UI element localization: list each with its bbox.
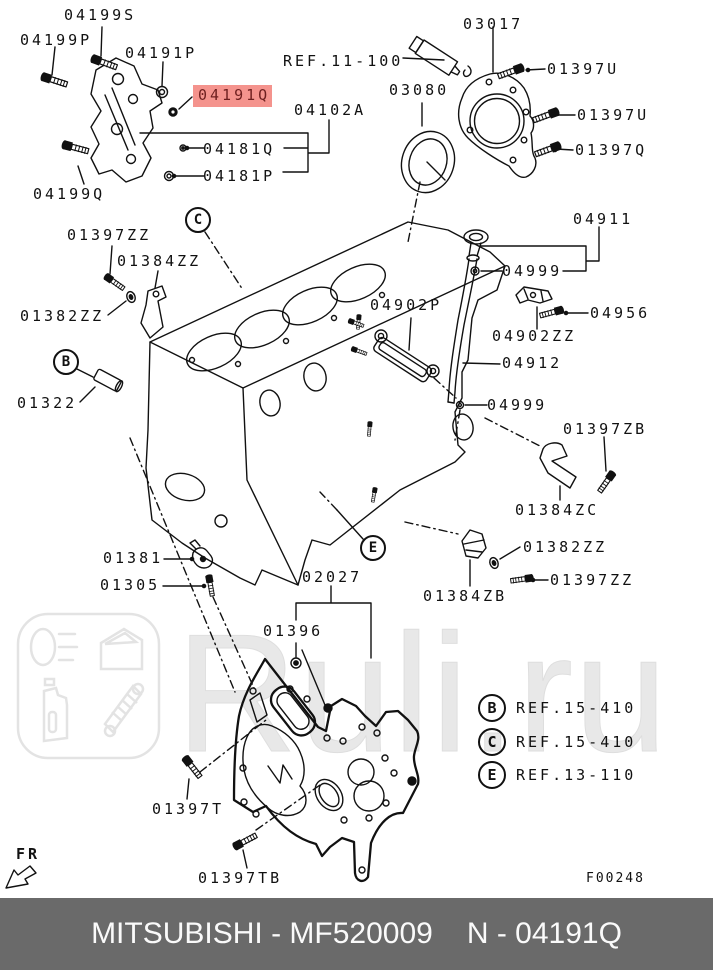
part-label: 04181P <box>203 167 276 185</box>
watermark-logo <box>16 612 161 760</box>
footer-part-number: N - 04191Q <box>466 917 622 950</box>
part-label: 01384ZB <box>423 587 508 605</box>
ref-label: REF.15-410 <box>516 732 637 751</box>
part-label: 01397T <box>152 800 225 818</box>
part-label: 04902ZZ <box>492 327 577 345</box>
drain-parts <box>162 539 214 589</box>
left-small-parts <box>76 245 167 403</box>
part-labels-layer: 04199S 04199P 04191P 04191Q REF.11-100 04102A… <box>17 6 651 887</box>
sealant-tube-drawing <box>402 35 472 78</box>
oring-drawing <box>400 102 456 243</box>
part-label-highlighted: 04191Q <box>193 85 273 107</box>
part-label: 01381 <box>103 549 164 567</box>
part-label: 04199Q <box>33 185 106 203</box>
part-label: 04199S <box>64 6 137 24</box>
clamp-04902zz <box>515 286 589 330</box>
footer-bar: MITSUBISHI - MF520009 N - 04191Q <box>0 898 713 970</box>
engine-block-drawing <box>145 221 506 586</box>
part-label: 01397U <box>577 106 650 124</box>
part-label: 04956 <box>590 304 651 322</box>
ref-label: REF.15-410 <box>516 699 637 717</box>
callout-circle-e: E <box>360 535 386 561</box>
part-label: 01397Q <box>575 141 648 159</box>
part-label: 04191P <box>125 44 198 62</box>
part-label: 04902P <box>370 296 443 314</box>
part-label: 01396 <box>263 622 324 640</box>
legend-circle-e: E <box>478 761 506 789</box>
legend-circle-c: C <box>478 727 506 756</box>
fr-arrow-icon <box>5 865 37 889</box>
part-label: 01397ZZ <box>550 571 635 589</box>
legend-row: C REF.15-410 <box>478 727 637 756</box>
part-label: 04911 <box>573 210 634 228</box>
part-label: 01382ZZ <box>20 307 105 325</box>
callout-circle-c: C <box>185 207 211 233</box>
diagram-line-art <box>5 26 618 889</box>
front-case-gasket-drawing <box>232 657 420 883</box>
part-label: 03080 <box>389 81 450 99</box>
part-label: 01397U <box>547 60 620 78</box>
part-label: 01397ZB <box>563 420 648 438</box>
part-label: 04181Q <box>203 140 276 158</box>
part-label: 01397TB <box>198 869 283 887</box>
part-label: 04102A <box>294 101 367 119</box>
part-label: 01397ZZ <box>67 226 152 244</box>
mount-bracket-drawing <box>90 57 163 183</box>
legend-row: B REF.15-410 <box>478 694 636 722</box>
part-label: 04999 <box>502 262 563 280</box>
part-label: 04912 <box>502 354 563 372</box>
right-lower-parts <box>461 417 618 587</box>
dipstick-drawing <box>404 226 600 535</box>
part-label: 01382ZZ <box>523 538 608 556</box>
watermark-text: Ruli.ru <box>176 599 668 787</box>
part-label: 01384ZZ <box>117 252 202 270</box>
legend-circle-b: B <box>478 694 506 722</box>
part-label: 01384ZC <box>515 501 600 519</box>
part-label: 03017 <box>463 15 524 33</box>
part-label: 04999 <box>487 396 548 414</box>
part-label: 01322 <box>17 394 78 412</box>
part-label: 01305 <box>100 576 161 594</box>
ref-label: REF.13-110 <box>516 766 637 784</box>
diagram-canvas[interactable]: Ruli.ru <box>0 0 713 898</box>
part-label: 02027 <box>302 568 363 586</box>
part-label: 04199P <box>20 31 93 49</box>
footer-brand-part: MITSUBISHI - MF520009 <box>91 917 433 950</box>
bracket-04902p <box>373 317 457 399</box>
figure-code: F00248 <box>586 871 645 886</box>
callout-circle-b: B <box>53 349 79 375</box>
fr-label: FR <box>16 845 41 863</box>
legend-row: E REF.13-110 <box>478 761 636 789</box>
part-label: REF.11-100 <box>283 52 404 70</box>
